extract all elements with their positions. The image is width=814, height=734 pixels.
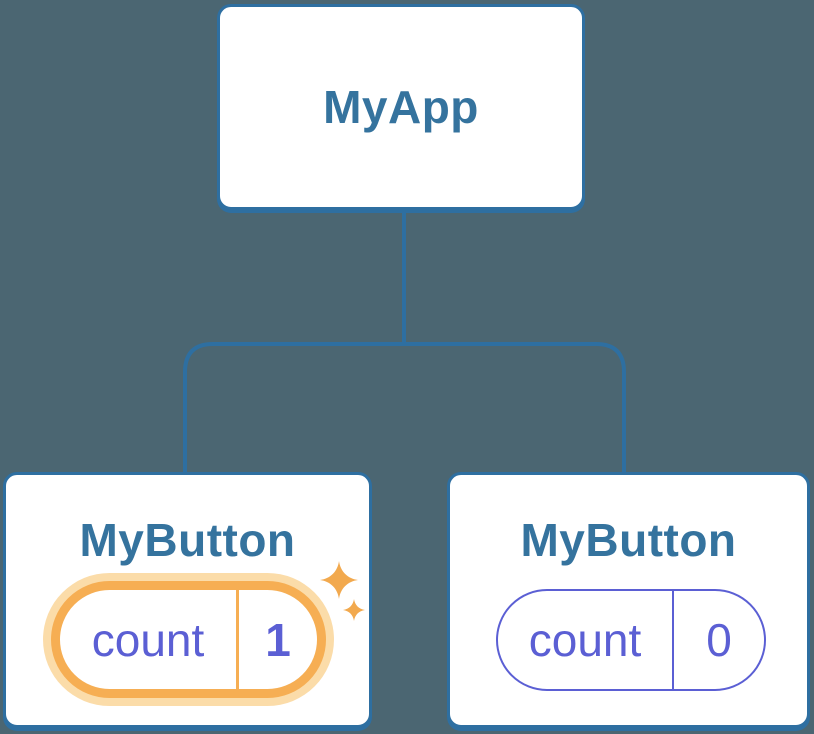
state-key-cell: count	[498, 591, 672, 689]
state-key-cell: count	[60, 590, 236, 689]
state-value: 0	[706, 614, 732, 666]
pill-divider	[672, 591, 674, 689]
node-label: MyButton	[520, 514, 737, 566]
state-value: 1	[265, 613, 291, 666]
state-key: count	[528, 614, 642, 666]
state-pill: count 0	[496, 589, 766, 691]
state-value-cell: 1	[239, 590, 317, 689]
sparkle-icon	[320, 561, 358, 599]
sparkle-icon	[343, 599, 365, 621]
node-label: MyApp	[323, 81, 479, 133]
state-pill-highlighted: count 1	[51, 581, 326, 698]
node-myapp: MyApp	[217, 4, 585, 210]
connector-branch	[183, 342, 626, 472]
node-label: MyButton	[79, 514, 296, 566]
state-value-cell: 0	[674, 591, 764, 689]
pill-divider	[236, 590, 239, 689]
node-mybutton-plain: MyButton count 0	[447, 472, 810, 728]
state-key: count	[91, 613, 205, 666]
node-mybutton-highlighted: MyButton count 1	[3, 472, 372, 728]
